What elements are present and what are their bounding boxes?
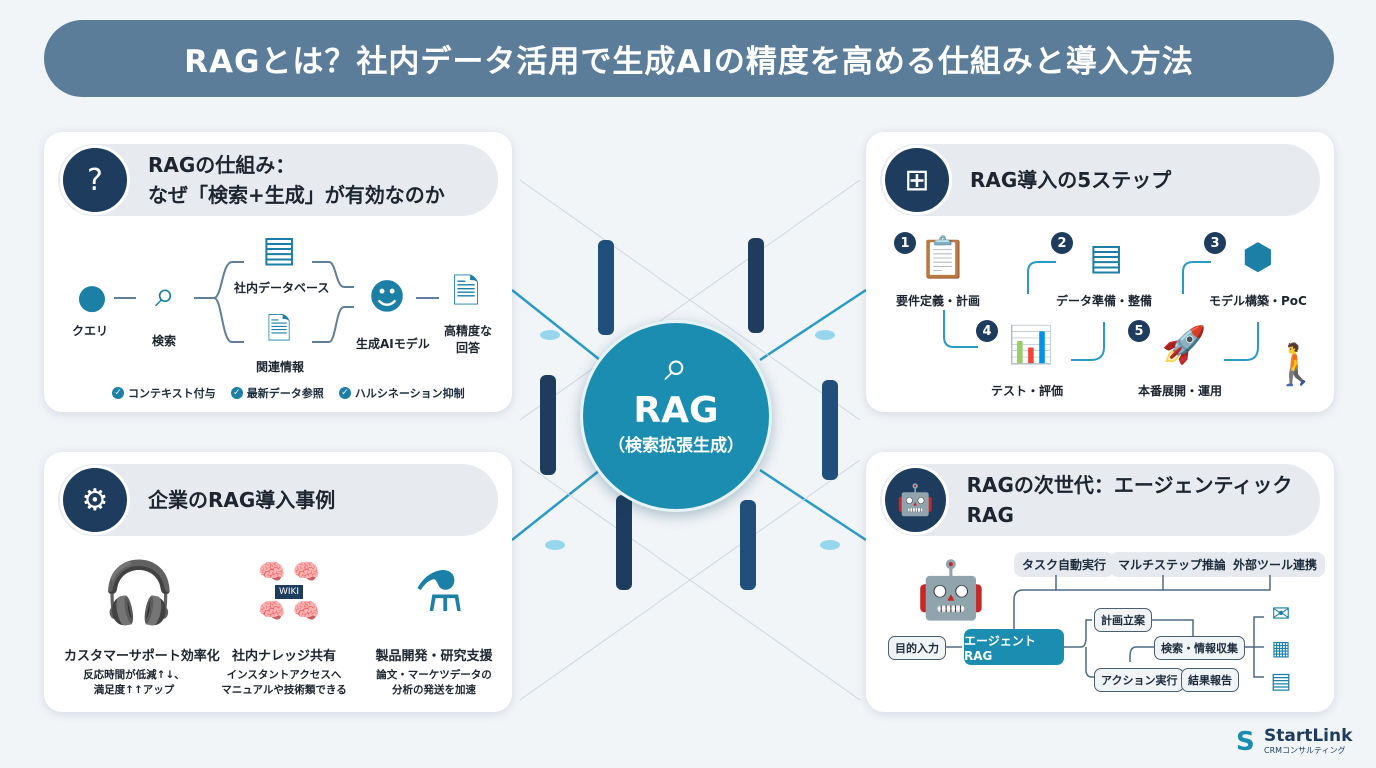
benefit-item: ✓最新データ参照 bbox=[230, 385, 324, 401]
brain-network-icon: 🧠 🧠WIKI🧠 🧠 bbox=[258, 560, 320, 624]
node-action: アクション実行 bbox=[1094, 668, 1185, 692]
agentic-title: RAGの次世代：エージェンティックRAG bbox=[966, 473, 1293, 527]
support-agent-icon: 🎧 bbox=[101, 557, 177, 628]
clipboard-icon: 📋 bbox=[918, 235, 968, 281]
step-number: 3 bbox=[1204, 232, 1226, 254]
cubes-testtube-icon: ⬢ bbox=[1242, 237, 1274, 278]
benefit-item: ✓ハルシネーション抑制 bbox=[338, 385, 465, 401]
brand-name: StartLink bbox=[1264, 726, 1353, 746]
node-search: 検索・情報収集 bbox=[1154, 636, 1245, 660]
database-icon: ▤ bbox=[1270, 668, 1292, 694]
feature-pill: タスク自動実行 bbox=[1014, 552, 1115, 577]
case-item: 製品開発・研究支援論文・マーケツデータの分析の発送を加速 bbox=[375, 649, 493, 696]
step-label: モデル構築・PoC bbox=[1209, 294, 1307, 308]
page-title: RAGとは？社内データ活用で生成AIの精度を高める仕組みと導入方法 bbox=[44, 20, 1334, 97]
steps-title: RAG導入の5ステップ bbox=[970, 168, 1172, 192]
flow-arrows bbox=[114, 261, 439, 343]
user-icon: ● bbox=[77, 277, 107, 317]
step-number: 2 bbox=[1051, 232, 1073, 254]
startlink-logo-icon: S bbox=[1236, 726, 1255, 757]
calendar-icon: ▦ bbox=[1271, 636, 1291, 660]
benefit-item: ✓コンテキスト付与 bbox=[112, 385, 216, 401]
feature-pill: 外部ツール連携 bbox=[1225, 552, 1326, 577]
blueprint-flask-icon: ⚗ bbox=[413, 559, 465, 625]
card-mechanism: ? RAGの仕組み： なぜ「検索+生成」が有効なのか ● クエリ ⌕ 検索 ▤ 社… bbox=[44, 132, 512, 412]
magnifier-icon: ⌕ bbox=[154, 274, 176, 315]
step-label: 本番展開・運用 bbox=[1138, 384, 1223, 398]
code-gear-icon: ⚙ bbox=[60, 465, 130, 535]
node-query: クエリ bbox=[72, 324, 109, 338]
mechanism-title-2: なぜ「検索+生成」が有効なのか bbox=[148, 183, 445, 207]
hub-subtitle: （検索拡張生成） bbox=[608, 436, 744, 456]
node-answer: 高精度な回答 bbox=[444, 324, 493, 355]
database-icon: ▤ bbox=[261, 228, 296, 270]
step-label: データ準備・整備 bbox=[1056, 294, 1153, 308]
node-related: 関連情報 bbox=[256, 360, 305, 374]
robot-icon: 🤖 bbox=[882, 465, 949, 535]
node-input: 目的入力 bbox=[888, 636, 946, 660]
node-search: 検索 bbox=[152, 334, 177, 348]
mail-icon: ✉ bbox=[1271, 601, 1291, 627]
card-cases: ⚙ 企業のRAG導入事例 🎧 🧠 🧠WIKI🧠 🧠 ⚗ カスタマーサポート効率化… bbox=[44, 452, 512, 712]
brand-logo: S StartLink CRMコンサルティング bbox=[1236, 727, 1352, 756]
card-steps: ⊞ RAG導入の5ステップ 1 📋 要件定義・計画 2 ▤ データ準備・整備 3… bbox=[866, 132, 1334, 412]
rag-hub: ⌕ RAG （検索拡張生成） bbox=[580, 320, 772, 512]
hub-title: RAG bbox=[633, 390, 719, 431]
benefits-row: ✓コンテキスト付与 ✓最新データ参照 ✓ハルシネーション抑制 bbox=[112, 380, 475, 401]
step-label: テスト・評価 bbox=[991, 384, 1064, 398]
search-question-icon: ? bbox=[60, 145, 130, 215]
case-item: 社内ナレッジ共有インスタントアクセスへマニュアルや技術類できる bbox=[221, 649, 347, 696]
node-report: 結果報告 bbox=[1181, 668, 1239, 692]
card-agentic: 🤖 RAGの次世代：エージェンティックRAG 🤖 タスク自動実行 マルチステップ… bbox=[866, 452, 1334, 712]
brand-sub: CRMコンサルティング bbox=[1264, 746, 1346, 755]
step-arrows bbox=[943, 261, 1259, 361]
step-number: 5 bbox=[1128, 320, 1150, 342]
node-database: 社内データベース bbox=[234, 281, 330, 295]
robot-laptop-icon: 🤖 bbox=[916, 557, 986, 623]
document-icon: 🗎 bbox=[452, 271, 480, 312]
step-number: 1 bbox=[894, 232, 916, 254]
database-tools-icon: ▤ bbox=[1088, 237, 1123, 278]
step-number: 4 bbox=[976, 320, 998, 342]
feature-pill: マルチステップ推論 bbox=[1110, 552, 1235, 577]
node-plan: 計画立案 bbox=[1094, 608, 1152, 632]
flowchart-icon: ⊞ bbox=[882, 145, 952, 215]
node-agent-rag: エージェントRAG bbox=[964, 629, 1064, 665]
step-label: 要件定義・計画 bbox=[896, 294, 981, 308]
case-item: カスタマーサポート効率化反応時間が低減↑↓、満足度↑↑アップ bbox=[64, 649, 220, 696]
ai-brain-icon: ☻ bbox=[368, 276, 406, 318]
mechanism-title-1: RAGの仕組み： bbox=[148, 153, 296, 177]
node-model: 生成AIモデル bbox=[356, 337, 430, 351]
documents-network-icon: 🗎 bbox=[266, 311, 292, 347]
chart-analysis-icon: 📊 bbox=[1008, 324, 1054, 366]
brain-search-icon: ⌕ bbox=[664, 341, 688, 390]
presenter-figure: 🚶 bbox=[1271, 342, 1321, 388]
rocket-dashboard-icon: 🚀 bbox=[1161, 324, 1207, 366]
cases-title: 企業のRAG導入事例 bbox=[148, 488, 336, 512]
